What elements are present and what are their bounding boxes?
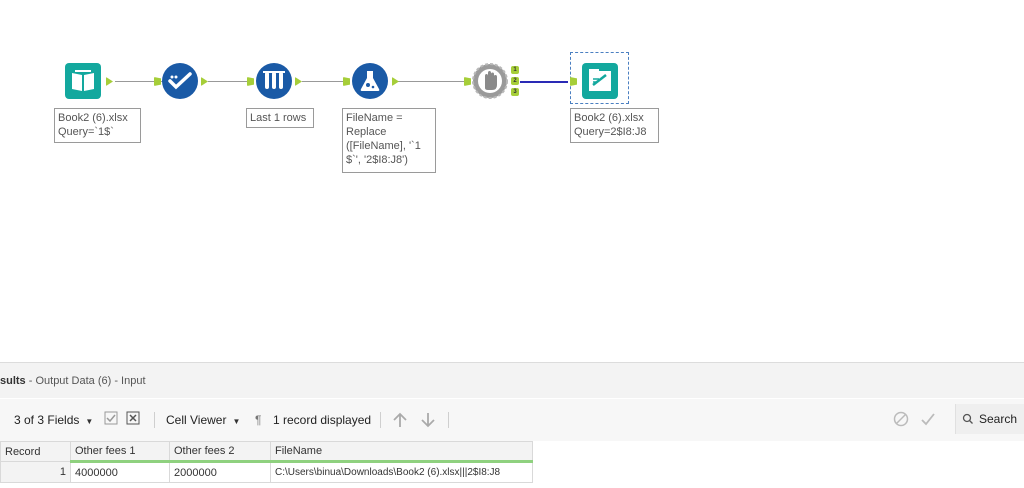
output-anchor-3[interactable]: 3 [511,88,519,96]
connection-line-selected [520,81,568,83]
output-anchor[interactable] [106,77,113,86]
output-anchor[interactable] [201,77,208,86]
flask-icon [352,63,388,99]
column-header-filename[interactable]: FileName [270,441,533,463]
formula-tool[interactable] [352,63,388,99]
caret-down-icon: ▼ [85,417,94,426]
connection-line [302,81,348,82]
results-title-bold: sults [0,375,26,387]
cell-other-fees-1[interactable]: 4000000 [70,461,170,483]
hand-stop-icon [472,63,508,99]
search-button[interactable]: Search [955,404,1024,434]
cell-viewer-dropdown[interactable]: Cell Viewer ▼ [166,411,240,429]
table-row[interactable]: 1 4000000 2000000 C:\Users\binua\Downloa… [0,461,533,483]
cell-other-fees-2[interactable]: 2000000 [169,461,271,483]
search-label: Search [979,412,1018,426]
formula-tool-label: FileName = Replace ([FileName], '`1 $`',… [342,108,436,173]
connection-line [115,81,163,82]
sample-tool-label: Last 1 rows [246,108,314,128]
connection-line [398,81,464,82]
input-data-tool[interactable] [65,63,101,99]
input-anchor[interactable] [343,77,350,86]
cell-filename[interactable]: C:\Users\binua\Downloads\Book2 (6).xlsx|… [270,461,533,483]
results-table: Record Other fees 1 Other fees 2 FileNam… [0,441,533,483]
results-grid: Record Other fees 1 Other fees 2 FileNam… [0,441,1024,488]
input-tool-label: Book2 (6).xlsx Query=`1$` [54,108,141,143]
arrow-down-icon[interactable] [419,411,437,429]
output-anchor-1[interactable]: 1 [511,66,519,74]
caret-down-icon: ▼ [232,417,241,426]
workflow-canvas[interactable]: Book2 (6).xlsx Query=`1$` Last 1 rows [0,0,1024,362]
search-icon [962,404,974,445]
apply-check-icon[interactable] [920,411,936,429]
input-anchor[interactable] [464,77,471,86]
pilcrow-icon[interactable]: ¶ [255,413,262,427]
results-panel-header: sults - Output Data (6) - Input [0,362,1024,398]
auto-field-tool[interactable] [162,63,198,99]
book-icon [65,63,101,99]
divider [154,412,155,428]
results-toolbar: 3 of 3 Fields ▼ Cell Viewer ▼ ¶ 1 record d… [0,399,1024,441]
notebook-edit-icon [582,63,618,99]
connection-line [208,81,248,82]
cell-viewer-label: Cell Viewer [166,413,227,427]
output-anchor[interactable] [295,77,302,86]
output-anchor-2[interactable]: 2 [511,77,519,85]
column-header-other-fees-1[interactable]: Other fees 1 [70,441,170,463]
sample-tool[interactable] [256,63,292,99]
checkmark-icon [162,63,198,99]
cell-record[interactable]: 1 [0,461,71,483]
arrow-up-icon[interactable] [391,411,409,429]
fields-label: 3 of 3 Fields [14,413,80,427]
column-header-other-fees-2[interactable]: Other fees 2 [169,441,271,463]
input-anchor[interactable] [247,77,254,86]
checkbox-icon[interactable] [104,411,118,429]
fields-dropdown[interactable]: 3 of 3 Fields ▼ [14,411,93,429]
deselect-icon[interactable] [126,411,140,429]
divider [380,412,381,428]
input-anchor[interactable] [154,77,161,86]
column-header-record[interactable]: Record [0,441,71,462]
cancel-icon[interactable] [893,411,909,429]
divider [448,412,449,428]
table-header-row: Record Other fees 1 Other fees 2 FileNam… [0,441,533,463]
results-title: - Output Data (6) - Input [25,375,146,387]
input-anchor[interactable] [570,77,577,86]
test-tubes-icon [256,63,292,99]
record-count: 1 record displayed [273,413,372,427]
output-data-tool[interactable] [582,63,618,99]
output-anchor[interactable] [392,77,399,86]
output-tool-label: Book2 (6).xlsx Query=2$I8:J8 [570,108,659,143]
block-until-done-tool[interactable] [472,63,508,99]
